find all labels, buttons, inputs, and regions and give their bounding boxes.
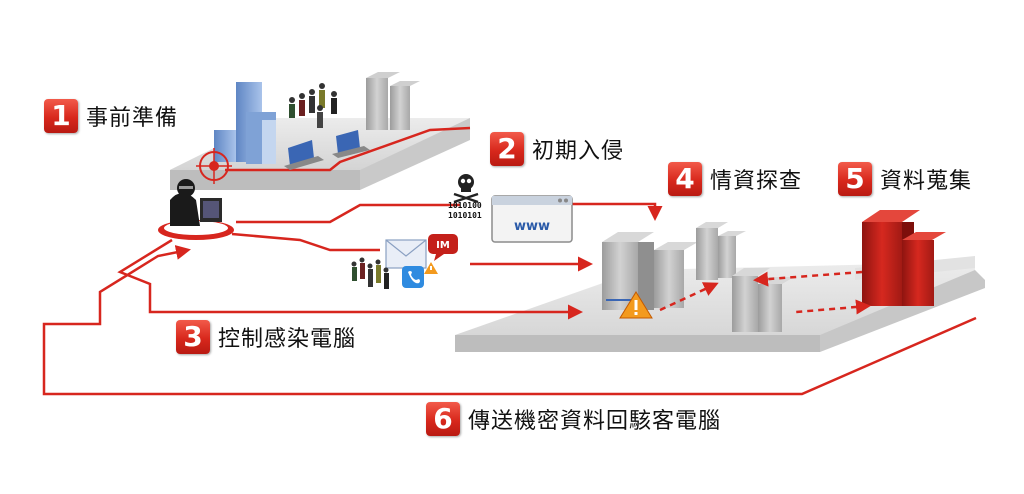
server-rack-top-icon [366,72,420,130]
step-4-label: 情資探查 [710,169,803,194]
step-2-number-badge: 2 [490,132,524,166]
target-icon [196,148,232,184]
step-2-label: 初期入侵 [532,139,625,164]
data-server-icon [862,210,946,306]
step-6-number-badge: 6 [426,402,460,436]
step-1-label: 事前準備 [86,106,179,131]
im-bubble-icon: IM [428,234,458,261]
step-5-number-badge: 5 [838,162,872,196]
people-group-icon [289,83,337,128]
step-1-number-badge: 1 [44,99,78,133]
skull-icon [453,174,479,204]
lateral-movement-arrows [659,270,871,315]
attack-route-lines [42,202,977,396]
binary-line-1: 1010100 [448,201,482,210]
step-3: 3 控制感染電腦 [176,320,356,354]
browser-www-text: www [514,219,550,234]
im-text: IM [436,240,450,251]
warning-icon [619,291,653,319]
step-2: 2 初期入侵 [490,132,624,166]
step-4: 4 情資探查 [668,162,802,196]
warning-small-icon [424,262,438,274]
binary-line-2: 1010101 [448,211,482,220]
step-3-label: 控制感染電腦 [218,327,357,352]
hacker-icon [158,179,234,240]
phone-icon [402,266,424,288]
step-1: 1 事前準備 [44,99,178,133]
internal-server-icon [696,222,746,280]
browser-window-icon: www [491,195,573,243]
step-4-number-badge: 4 [668,162,702,196]
step-3-number-badge: 3 [176,320,210,354]
step-5-label: 資料蒐集 [880,169,973,194]
office-buildings-icon [214,82,276,164]
email-icon [385,239,427,269]
target-network-platform [455,256,985,352]
laptop-icons [284,130,370,170]
victims-group-icon [351,257,389,289]
step-6: 6 傳送機密資料回駭客電腦 [426,402,721,436]
step-6-label: 傳送機密資料回駭客電腦 [468,409,722,434]
step-5: 5 資料蒐集 [838,162,972,196]
